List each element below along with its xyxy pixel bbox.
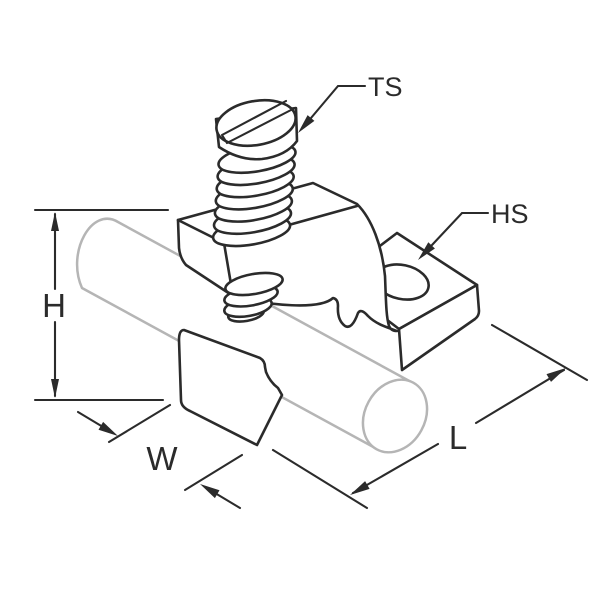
label-l: L xyxy=(449,419,467,456)
dim-h-arrow-top xyxy=(51,212,59,231)
leader-ts-line xyxy=(309,84,367,120)
screw-tip-threads xyxy=(223,271,284,323)
pipe xyxy=(75,217,429,454)
dim-w-arrow-2 xyxy=(200,484,220,499)
screw-tip-coil xyxy=(224,271,284,297)
leader-hs-line xyxy=(430,211,490,247)
dimension-l: L xyxy=(271,323,589,510)
base-plate-front-face xyxy=(397,283,481,372)
dim-w-arrow-1 xyxy=(98,421,118,436)
screw-head-top xyxy=(215,98,297,148)
dimension-w: W xyxy=(76,403,244,510)
screw-slot xyxy=(220,99,293,145)
lower-jaw xyxy=(177,328,284,447)
label-hs: HS xyxy=(491,199,529,229)
dim-l-arrow-lower xyxy=(350,481,370,495)
dim-l-ext-upper xyxy=(490,323,589,382)
screw-threads xyxy=(211,142,297,248)
dim-w-arrow-line-1 xyxy=(76,410,105,429)
dimension-h: H xyxy=(33,208,170,402)
dim-h-arrow-bottom xyxy=(51,379,59,398)
dim-l-arrow-upper xyxy=(546,368,566,382)
leader-hs: HS xyxy=(418,199,529,260)
leader-hs-arrowhead xyxy=(418,242,435,260)
dim-w-ext-lower xyxy=(183,453,244,492)
screw xyxy=(211,98,299,248)
label-w: W xyxy=(146,440,178,477)
dim-l-ext-lower xyxy=(271,448,369,510)
lower-jaw-body xyxy=(177,328,284,447)
dim-w-ext-upper xyxy=(107,403,172,444)
pipe-end-face xyxy=(361,378,429,454)
screw-head xyxy=(214,98,299,161)
pipe-body xyxy=(75,217,415,451)
label-h: H xyxy=(42,287,66,324)
leader-ts-arrowhead xyxy=(298,115,315,133)
label-ts: TS xyxy=(368,72,403,102)
leader-ts: TS xyxy=(298,72,403,133)
dim-w-arrow-line-2 xyxy=(213,491,242,510)
